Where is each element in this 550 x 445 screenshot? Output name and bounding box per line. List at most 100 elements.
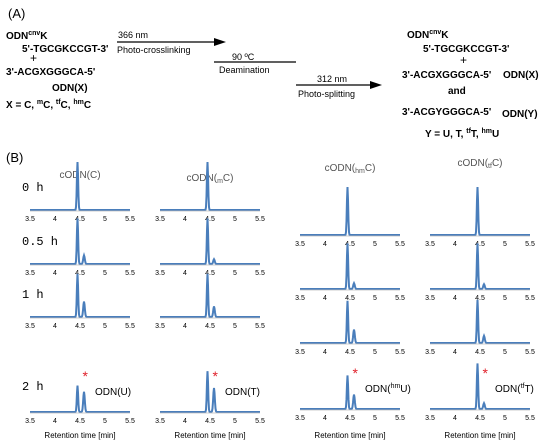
x-tick-label: 4 [323, 349, 327, 356]
x-tick-label: 4.5 [345, 241, 355, 248]
product-x-sequence: 3'-ACGXGGGCA-5' [402, 70, 491, 81]
x-tick-label: 4.5 [345, 415, 355, 422]
product-star: * [483, 365, 489, 381]
chromatogram-trace [300, 186, 400, 236]
x-tick-label: 5 [233, 216, 237, 223]
x-tick-label: 3.5 [25, 418, 35, 425]
panel-a-label: (A) [8, 6, 25, 21]
x-tick-label: 4 [183, 418, 187, 425]
x-tick-label: 4.5 [75, 323, 85, 330]
step-1-top-label: 366 nm [118, 30, 148, 40]
x-tick-label: 4 [53, 323, 57, 330]
column-title: cODN(C) [59, 170, 100, 181]
product-label: ODN(T) [225, 387, 260, 398]
step-2-bottom-label: Deamination [219, 65, 270, 75]
x-tick-label: 4 [53, 216, 57, 223]
x-tick-label: 4 [183, 323, 187, 330]
chromatogram-grid: cODN(C) 3.5 4 4.5 5 5.5 3.5 4 4.5 5 5.5 3.5 4 4.5 5 5.5… [25, 158, 535, 440]
column-title: cODN(tfC) [457, 158, 502, 170]
x-tick-label: 5.5 [395, 415, 405, 422]
x-tick-label: 4 [53, 270, 57, 277]
x-tick-label: 5 [233, 323, 237, 330]
x-tick-label: 5.5 [125, 216, 135, 223]
x-tick-label: 5.5 [255, 418, 265, 425]
x-tick-label: 3.5 [25, 323, 35, 330]
x-tick-label: 5 [103, 270, 107, 277]
step-3-top-label: 312 nm [317, 74, 347, 84]
x-tick-label: 4 [453, 295, 457, 302]
x-tick-label: 3.5 [155, 418, 165, 425]
x-tick-label: 3.5 [155, 323, 165, 330]
x-tick-label: 5.5 [125, 270, 135, 277]
x-tick-label: 3.5 [425, 295, 435, 302]
product-label: ODN(hmU) [365, 383, 411, 395]
product-and: and [448, 86, 466, 97]
column-title: cODN(mC) [187, 173, 234, 185]
chromatogram-trace [430, 363, 530, 410]
x-tick-label: 4.5 [75, 270, 85, 277]
x-tick-label: 4.5 [345, 349, 355, 356]
chromatogram-trace [430, 186, 530, 236]
x-tick-label: 5 [103, 418, 107, 425]
x-tick-label: 4 [323, 241, 327, 248]
x-tick-label: 5 [503, 241, 507, 248]
x-tick-label: 4.5 [475, 241, 485, 248]
x-tick-label: 5 [373, 241, 377, 248]
step-2: 90 ºC Deamination [214, 52, 296, 75]
x-tick-label: 3.5 [295, 415, 305, 422]
x-tick-label: 4 [183, 216, 187, 223]
x-tick-label: 5 [503, 415, 507, 422]
row-label: 0 h [22, 181, 44, 195]
x-tick-label: 5.5 [395, 349, 405, 356]
x-tick-label: 4.5 [475, 349, 485, 356]
product-y-name: ODN(Y) [502, 109, 538, 120]
x-tick-label: 3.5 [295, 241, 305, 248]
row-label: 2 h [22, 380, 44, 394]
x-tick-label: 4.5 [475, 415, 485, 422]
chromatogram-trace [430, 243, 530, 290]
product-y-sequence: 3'-ACGYGGGCA-5' [402, 107, 491, 118]
x-tick-label: 5.5 [525, 349, 535, 356]
chromatogram-trace [160, 371, 260, 413]
x-tick-label: 5.5 [525, 415, 535, 422]
x-tick-label: 3.5 [155, 270, 165, 277]
x-tick-label: 4.5 [205, 323, 215, 330]
product-plus: + [460, 53, 467, 67]
product-top-sequence: 5'-TGCGKCCGT-3' [423, 44, 509, 55]
product-x-name: ODN(X) [503, 70, 539, 81]
x-tick-label: 4 [53, 418, 57, 425]
x-tick-label: 4.5 [205, 418, 215, 425]
product-star: * [213, 368, 219, 384]
x-tick-label: 3.5 [155, 216, 165, 223]
x-tick-label: 3.5 [295, 295, 305, 302]
x-tick-label: 4.5 [475, 295, 485, 302]
x-tick-label: 5 [373, 415, 377, 422]
x-axis-title: Retention time [min] [174, 431, 245, 440]
x-tick-label: 4.5 [205, 270, 215, 277]
chromatogram-trace [160, 218, 260, 265]
x-tick-label: 4 [453, 241, 457, 248]
x-tick-label: 3.5 [25, 270, 35, 277]
step-3: 312 nm Photo-splitting [296, 74, 382, 99]
x-tick-label: 4 [183, 270, 187, 277]
chromatogram-trace [160, 161, 260, 211]
reactant-bottom-sequence: 3'-ACGXGGGCA-5' [6, 67, 95, 78]
step-3-bottom-label: Photo-splitting [298, 89, 355, 99]
chromatogram-trace [300, 300, 400, 344]
x-tick-label: 4 [323, 415, 327, 422]
column-title: cODN(hmC) [325, 163, 376, 175]
y-definition: Y = U, T, tfT, hmU [425, 128, 499, 140]
x-tick-label: 5 [373, 295, 377, 302]
product-star: * [83, 368, 89, 384]
x-tick-label: 4 [453, 349, 457, 356]
x-axis-title: Retention time [min] [44, 431, 115, 440]
x-tick-label: 5.5 [255, 216, 265, 223]
chromatogram-trace [30, 273, 130, 318]
chromatogram-trace [160, 273, 260, 318]
x-axis-title: Retention time [min] [314, 431, 385, 440]
x-tick-label: 3.5 [25, 216, 35, 223]
x-axis-title: Retention time [min] [444, 431, 515, 440]
